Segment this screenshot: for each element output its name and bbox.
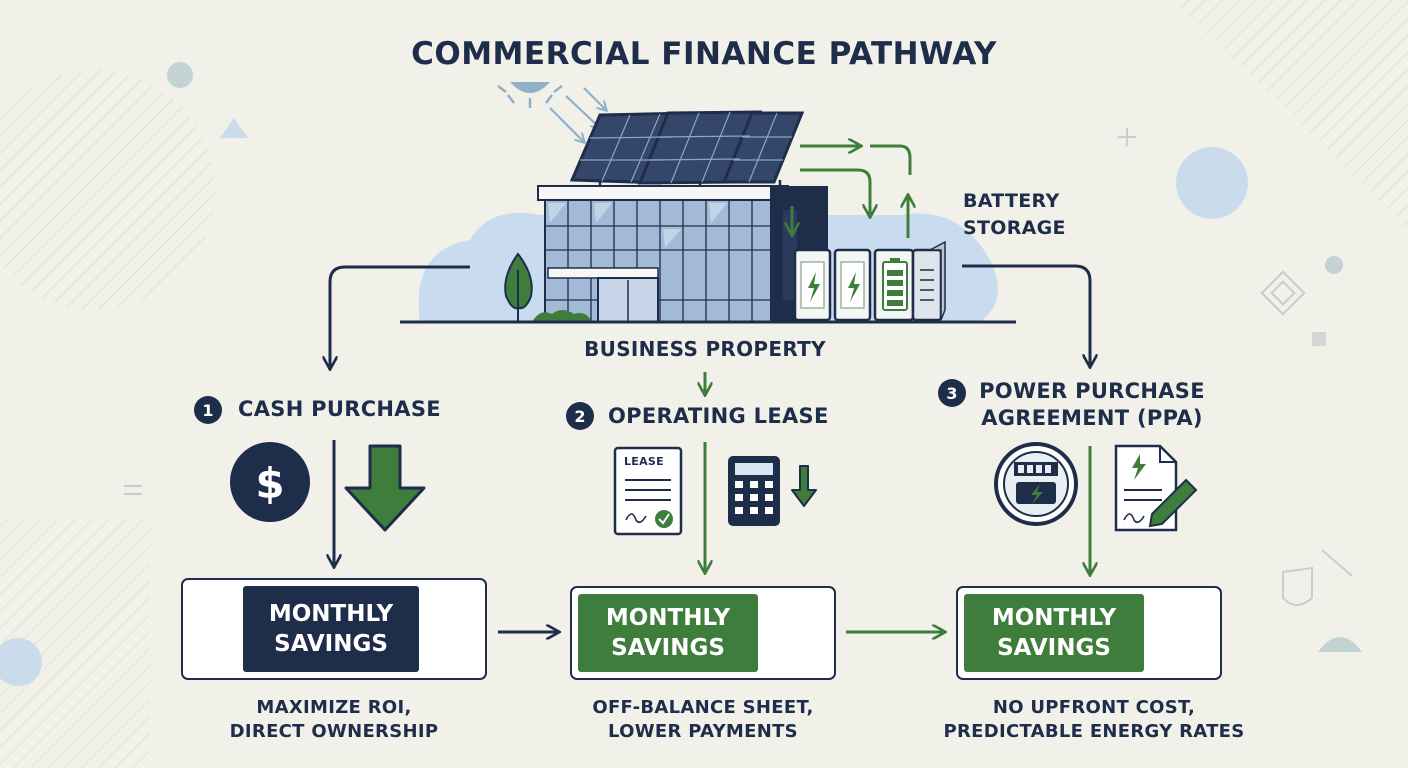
solar-panel-icon [569,110,805,190]
battery-label-line: BATTERY [963,190,1060,212]
down-arrow-icon [344,444,426,532]
monthly-savings-box: MONTHLY SAVINGS [964,594,1144,672]
business-property-label: BUSINESS PROPERTY [584,337,826,361]
option-name-line: POWER PURCHASE [979,379,1205,403]
contract-document-icon [1114,444,1198,532]
sun-rays [549,87,606,142]
option-number-badge: 2 [566,402,594,430]
energy-flow-arrows [800,146,910,238]
option-description: OFF-BALANCE SHEET, LOWER PAYMENTS [553,696,853,744]
description-line: NO UPFRONT COST, [992,697,1196,718]
battery-storage-icon [793,240,946,322]
lease-document-icon [613,446,683,536]
option-name-line: OPERATING LEASE [608,404,829,428]
savings-card-ppa: MONTHLY SAVINGS [956,586,1222,680]
lease-doc-label: LEASE [624,455,664,468]
energy-meter-icon [994,442,1078,526]
option-name-operating-lease: OPERATING LEASE [608,403,829,430]
savings-label-line: MONTHLY [268,601,394,627]
savings-label-line: SAVINGS [611,635,725,661]
office-building-icon [537,185,828,323]
pathway-connectors [330,264,1090,632]
option-name-line: AGREEMENT (PPA) [981,406,1203,430]
svg-text:$: $ [255,459,284,508]
pathway-connectors-green [705,372,1090,632]
monthly-savings-box: MONTHLY SAVINGS [578,594,758,672]
description-line: LOWER PAYMENTS [608,721,798,742]
savings-card-cash: MONTHLY SAVINGS [181,578,487,680]
calculator-icon [728,456,780,526]
option-name-ppa: POWER PURCHASE AGREEMENT (PPA) [972,378,1212,432]
battery-storage-label: BATTERY STORAGE [963,188,1066,242]
page-title: COMMERCIAL FINANCE PATHWAY [411,36,997,72]
description-line: MAXIMIZE ROI, [256,697,412,718]
down-arrow-icon [791,465,817,507]
description-line: OFF-BALANCE SHEET, [592,697,814,718]
option-description: MAXIMIZE ROI, DIRECT OWNERSHIP [184,696,484,744]
description-line: PREDICTABLE ENERGY RATES [943,721,1245,742]
monthly-savings-box: MONTHLY SAVINGS [243,586,419,672]
option-name-line: CASH PURCHASE [238,397,441,421]
savings-label-line: MONTHLY [991,605,1117,631]
savings-label-line: MONTHLY [605,605,731,631]
dollar-icon: $ [230,442,310,522]
savings-label-line: SAVINGS [274,631,388,657]
option-name-cash-purchase: CASH PURCHASE [238,396,441,423]
option-number-badge: 1 [194,396,222,424]
savings-card-lease: MONTHLY SAVINGS [570,586,836,680]
savings-label-line: SAVINGS [997,635,1111,661]
description-line: DIRECT OWNERSHIP [229,721,439,742]
option-description: NO UPFRONT COST, PREDICTABLE ENERGY RATE… [924,696,1264,744]
option-number-badge: 3 [938,379,966,407]
tree-icon [504,252,592,322]
battery-label-line: STORAGE [963,217,1066,239]
sun-icon [497,82,563,108]
